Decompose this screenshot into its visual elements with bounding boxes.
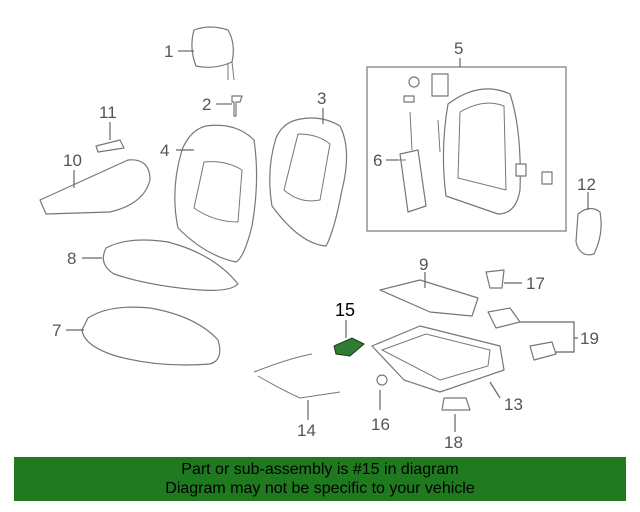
callout-12: 12 — [577, 175, 596, 194]
callout-1: 1 — [164, 42, 173, 61]
callout-2: 2 — [202, 95, 211, 114]
part-17-cover[interactable] — [485, 269, 505, 289]
part-19-bracket[interactable] — [487, 307, 557, 361]
part-13-adjuster[interactable] — [371, 325, 505, 393]
part-16-nut[interactable] — [376, 374, 388, 386]
callout-3: 3 — [317, 89, 326, 108]
part-1-headrest[interactable] — [191, 26, 235, 81]
part-2-guide[interactable] — [231, 95, 243, 117]
callout-9: 9 — [419, 255, 428, 274]
part-3-back-cover[interactable] — [269, 117, 348, 247]
callout-7: 7 — [52, 321, 61, 340]
part-12-cover[interactable] — [575, 207, 602, 256]
part-7-cushion-cover[interactable] — [81, 306, 221, 366]
callout-17: 17 — [526, 274, 545, 293]
callout-11: 11 — [99, 103, 117, 122]
callout-8: 8 — [67, 249, 76, 268]
part-9-shield[interactable] — [379, 279, 479, 317]
callout-10: 10 — [63, 151, 82, 170]
banner-line-2: Diagram may not be specific to your vehi… — [165, 480, 475, 497]
callout-6: 6 — [373, 151, 382, 170]
part-14-wire[interactable] — [253, 353, 341, 399]
callout-4: 4 — [160, 141, 169, 160]
parts-diagram: 1 2 3 4 5 6 7 8 9 10 11 12 13 14 15 16 1… — [39, 26, 602, 452]
part-4-back-pad[interactable] — [174, 124, 258, 263]
info-banner: Part or sub-assembly is #15 in diagram D… — [14, 457, 626, 501]
callout-19: 19 — [580, 329, 599, 348]
leader-13 — [489, 381, 501, 399]
callout-18: 18 — [444, 433, 463, 452]
banner-line-1: Part or sub-assembly is #15 in diagram — [181, 461, 459, 478]
part-18-cover[interactable] — [441, 397, 471, 411]
part-15-highlighted[interactable] — [333, 337, 365, 357]
callout-15: 15 — [335, 300, 355, 320]
leader-19 — [520, 321, 578, 353]
callout-16: 16 — [371, 415, 390, 434]
part-10-side-shield[interactable] — [39, 159, 151, 215]
callout-14: 14 — [297, 421, 316, 440]
part-11-knob[interactable] — [95, 139, 125, 153]
part-5-frame-box — [366, 66, 567, 232]
part-8-cushion-pad[interactable] — [102, 239, 239, 291]
callout-13: 13 — [504, 395, 523, 414]
callout-5: 5 — [454, 39, 463, 58]
